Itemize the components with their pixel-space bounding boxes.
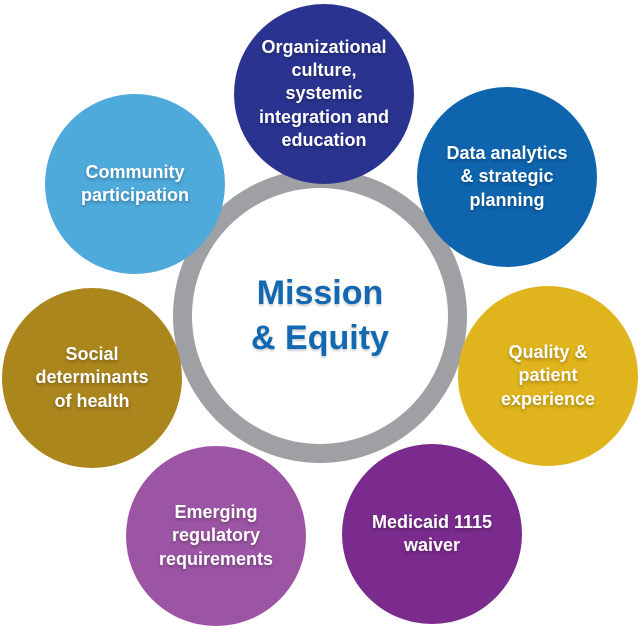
node-community-participation-label: Community participation [80,161,189,205]
node-emerging-regulatory-requirements: Emerging regulatory requirements [126,446,306,626]
node-quality-patient-experience: Quality & patient experience [458,286,638,466]
node-medicaid-1115-waiver-label: Medicaid 1115 waiver [371,511,493,555]
node-social-determinants-of-health-label: Social determinants of health [35,344,149,411]
node-data-analytics-label: Data analytics & strategic planning [446,143,568,210]
node-community-participation: Community participation [45,94,225,274]
center-label: Mission & Equity [251,274,389,357]
node-social-determinants-of-health: Social determinants of health [2,288,182,468]
node-organizational-culture-label: Organizational culture, systemic integra… [259,37,389,150]
node-organizational-culture: Organizational culture, systemic integra… [234,4,414,184]
node-quality-patient-experience-label: Quality & patient experience [500,342,596,409]
center-circle: Mission & Equity [192,188,448,444]
node-medicaid-1115-waiver: Medicaid 1115 waiver [342,444,522,624]
node-data-analytics: Data analytics & strategic planning [417,87,597,267]
node-emerging-regulatory-requirements-label: Emerging regulatory requirements [158,502,274,569]
